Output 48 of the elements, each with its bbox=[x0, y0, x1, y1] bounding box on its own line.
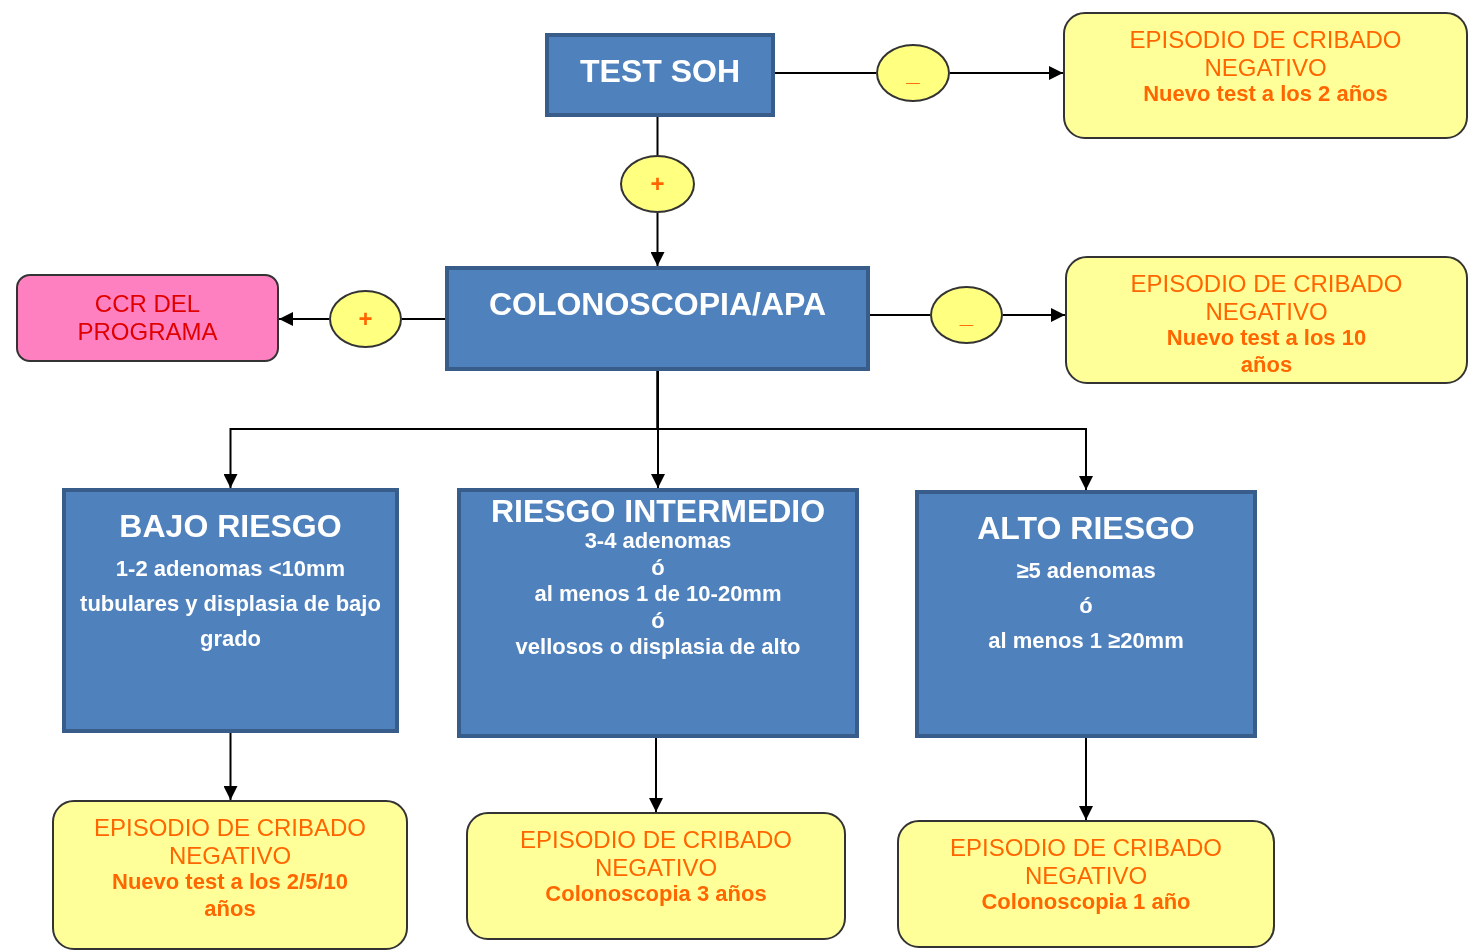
result-box bbox=[897, 820, 1275, 948]
box-heading: COLONOSCOPIA/APA bbox=[488, 286, 827, 323]
box-heading: TEST SOH bbox=[580, 53, 740, 90]
result-heading: EPISODIO DE CRIBADO NEGATIVO bbox=[92, 814, 368, 870]
result-box bbox=[466, 812, 846, 940]
result-heading: EPISODIO DE CRIBADO NEGATIVO bbox=[1129, 270, 1404, 326]
result-heading: EPISODIO DE CRIBADO NEGATIVO bbox=[948, 834, 1224, 890]
process-box bbox=[62, 488, 399, 733]
result-text: Nuevo test a los 10 años bbox=[1165, 325, 1368, 378]
process-box bbox=[445, 266, 870, 371]
process-box bbox=[457, 488, 859, 738]
connector-arrow bbox=[650, 212, 665, 267]
connector-arrow bbox=[649, 737, 663, 813]
box-heading: RIESGO INTERMEDIO bbox=[490, 496, 826, 527]
sign-label: _ bbox=[959, 303, 974, 327]
sign-label: _ bbox=[906, 61, 920, 85]
box-text: ó bbox=[651, 607, 665, 634]
box-heading: ALTO RIESGO bbox=[977, 510, 1195, 547]
box-text: 1-2 adenomas <10mm tubulares y displasia de bajo grado bbox=[79, 554, 382, 654]
connector-arrow bbox=[278, 312, 330, 326]
box-text: 3-4 adenomas bbox=[584, 528, 732, 555]
connector-arrow bbox=[1002, 308, 1066, 322]
connector-arrow bbox=[949, 66, 1064, 80]
sign-label: + bbox=[358, 307, 373, 331]
box-text: ó bbox=[1079, 592, 1093, 620]
box-text: al menos 1 de 10-20mm bbox=[534, 581, 782, 608]
result-heading: EPISODIO DE CRIBADO NEGATIVO bbox=[1128, 26, 1403, 82]
result-box bbox=[1065, 256, 1468, 384]
result-text: Colonoscopia 1 año bbox=[981, 889, 1191, 916]
result-text: Nuevo test a los 2/5/10 años bbox=[111, 869, 349, 922]
box-text: ≥5 adenomas bbox=[1016, 556, 1156, 585]
result-heading: CCR DEL PROGRAMA bbox=[76, 290, 219, 346]
connector-arrow bbox=[656, 370, 1093, 491]
box-text: ó bbox=[651, 554, 665, 582]
box-text: al menos 1 ≥20mm bbox=[988, 627, 1184, 656]
result-box bbox=[1063, 12, 1468, 139]
result-heading: EPISODIO DE CRIBADO NEGATIVO bbox=[518, 826, 794, 882]
sign-label: + bbox=[650, 172, 665, 196]
box-text: vellosos o displasia de alto bbox=[515, 633, 801, 661]
connector-arrow bbox=[223, 732, 238, 801]
result-text: Nuevo test a los 2 años bbox=[1143, 81, 1388, 108]
result-box bbox=[52, 800, 408, 950]
result-text: Colonoscopia 3 años bbox=[545, 881, 767, 908]
process-box bbox=[915, 490, 1257, 738]
result-box bbox=[16, 274, 279, 362]
box-heading: BAJO RIESGO bbox=[119, 508, 342, 545]
connector-arrow bbox=[1079, 737, 1093, 821]
process-box bbox=[545, 33, 775, 117]
